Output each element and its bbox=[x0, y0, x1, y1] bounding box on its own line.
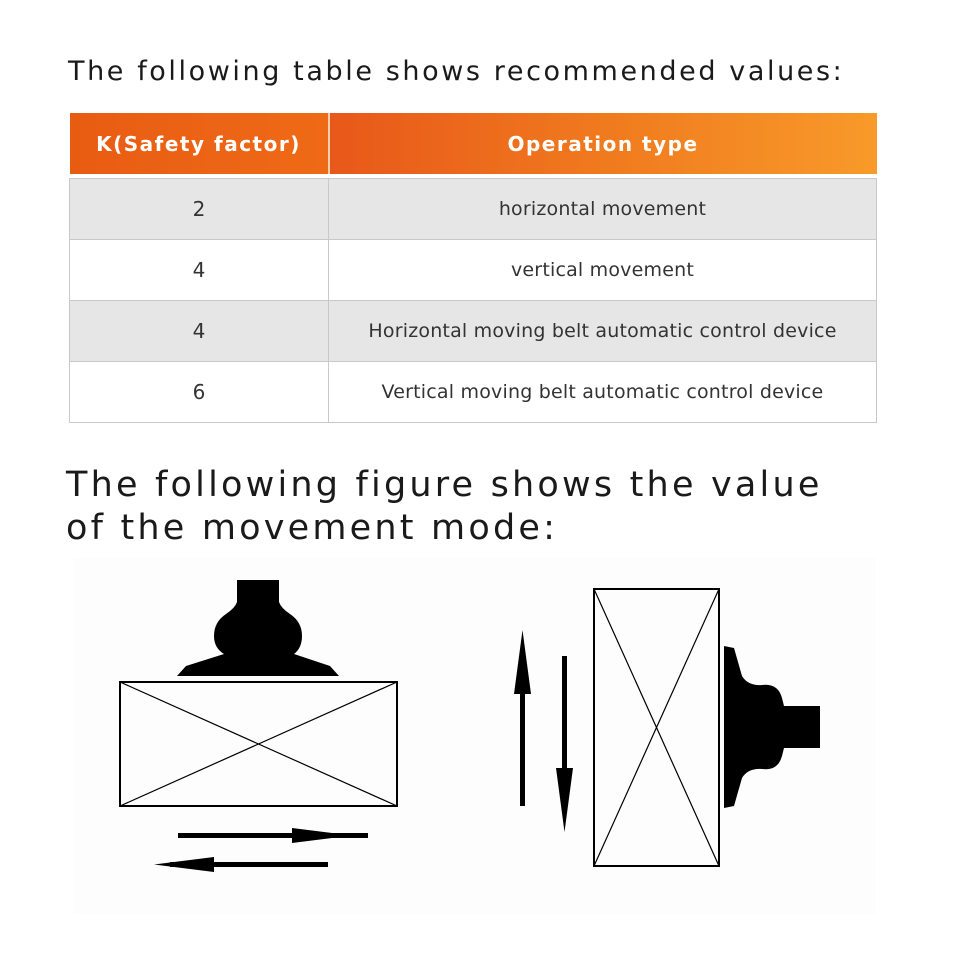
table-row: 4 vertical movement bbox=[69, 239, 877, 301]
cell-safety-factor: 4 bbox=[69, 300, 329, 362]
vertical-movement-diagram bbox=[514, 588, 820, 867]
cell-operation-type: vertical movement bbox=[328, 239, 877, 301]
cell-operation-type: Horizontal moving belt automatic control… bbox=[328, 300, 877, 362]
recommended-values-table: K(Safety factor) Operation type 2 horizo… bbox=[69, 113, 877, 423]
suction-cup-icon bbox=[177, 580, 339, 676]
table-row: 4 Horizontal moving belt automatic contr… bbox=[69, 300, 877, 362]
cell-operation-type: horizontal movement bbox=[328, 178, 877, 240]
recommended-values-table-container: K(Safety factor) Operation type 2 horizo… bbox=[69, 113, 877, 423]
header-safety-factor: K(Safety factor) bbox=[69, 113, 330, 174]
movement-mode-figure bbox=[74, 558, 876, 914]
movement-mode-diagram bbox=[119, 580, 820, 872]
figure-heading-line1: The following figure shows the value bbox=[66, 465, 823, 505]
cell-safety-factor: 6 bbox=[69, 361, 329, 423]
arrow-left-icon bbox=[154, 857, 328, 872]
arrow-right-icon bbox=[178, 828, 368, 843]
suction-cup-icon bbox=[724, 646, 820, 808]
arrow-up-icon bbox=[514, 630, 531, 806]
box-icon bbox=[593, 588, 720, 867]
horizontal-movement-diagram bbox=[119, 580, 398, 872]
cell-safety-factor: 4 bbox=[69, 239, 329, 301]
figure-heading: The following figure shows the value of … bbox=[66, 464, 823, 550]
header-operation-type: Operation type bbox=[328, 113, 877, 174]
figure-heading-line2: of the movement mode: bbox=[66, 508, 559, 548]
cell-safety-factor: 2 bbox=[69, 178, 329, 240]
table-row: 6 Vertical moving belt automatic control… bbox=[69, 361, 877, 423]
table-row: 2 horizontal movement bbox=[69, 178, 877, 240]
table-header-row: K(Safety factor) Operation type bbox=[69, 113, 877, 174]
table-heading: The following table shows recommended va… bbox=[68, 56, 845, 87]
cell-operation-type: Vertical moving belt automatic control d… bbox=[328, 361, 877, 423]
box-icon bbox=[119, 681, 398, 807]
arrow-down-icon bbox=[556, 656, 573, 832]
